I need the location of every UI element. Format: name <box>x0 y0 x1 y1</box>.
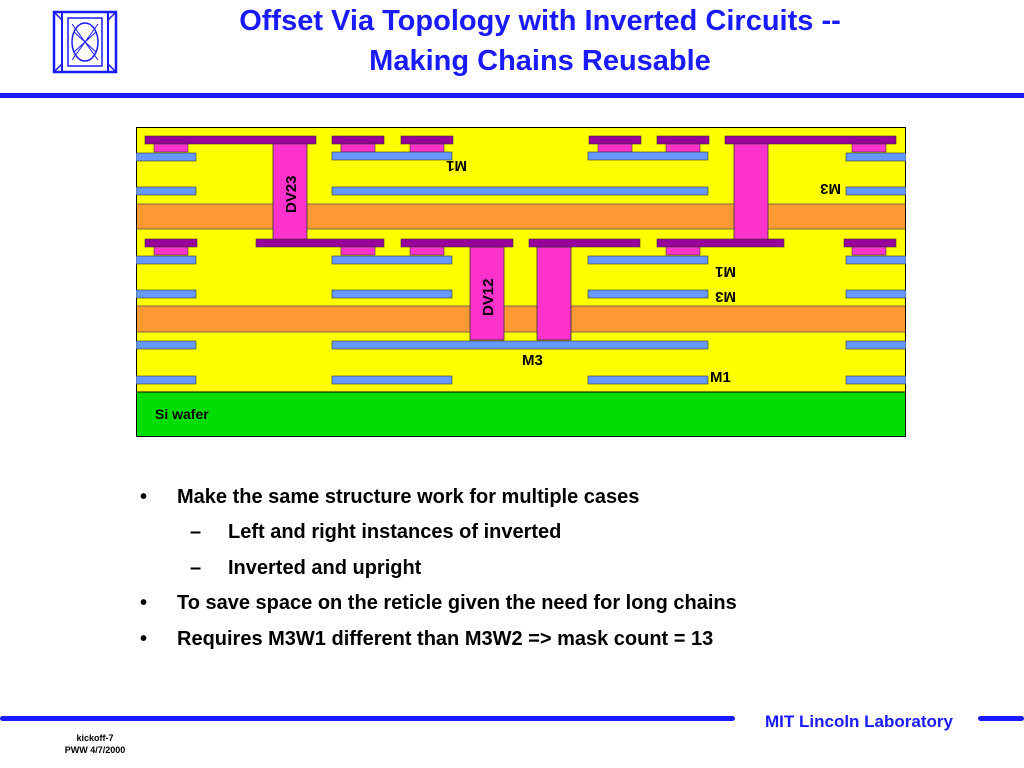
label-m3-bottom: M3 <box>522 352 543 369</box>
via-dv23 <box>272 142 308 242</box>
middle-tier-pads <box>153 246 887 256</box>
bottom-tier-metal-lines <box>136 340 906 385</box>
bonding-layer-bottom <box>136 305 906 333</box>
via-center-lower <box>536 246 572 341</box>
middle-tier-metal-lines <box>136 255 906 299</box>
top-tier-metal-lines <box>136 151 906 196</box>
title-divider <box>0 93 1024 98</box>
label-m3-mid-inverted: M3 <box>715 288 736 305</box>
label-m1-mid-inverted: M1 <box>715 263 736 280</box>
label-m1-bottom: M1 <box>710 369 731 386</box>
middle-tier-top-metal <box>144 238 897 248</box>
label-m1-top-inverted: M1 <box>446 157 467 174</box>
author-date: PWW 4/7/2000 <box>64 745 126 755</box>
footer-divider-left <box>0 716 735 721</box>
label-si-wafer: Si wafer <box>155 406 209 422</box>
top-tier-pads <box>153 143 887 153</box>
lab-name: MIT Lincoln Laboratory <box>765 712 953 731</box>
label-dv12: DV12 <box>480 278 497 316</box>
si-wafer <box>136 392 906 437</box>
slide-title-line-2: Making Chains Reusable <box>369 45 711 77</box>
oxide-region <box>136 127 906 392</box>
lincoln-lab-logo-icon <box>52 10 118 74</box>
label-m3-top-inverted: M3 <box>820 180 841 197</box>
via-right-upper <box>733 142 769 242</box>
slide-title-line-1: Offset Via Topology with Inverted Circui… <box>239 5 841 37</box>
bonding-layer-top <box>136 203 906 230</box>
cross-section-diagram: DV23 DV12 M1 M3 M1 M3 M3 M1 Si wafer <box>136 127 906 437</box>
footer-divider-right <box>978 716 1024 721</box>
slide-id: kickoff-7 <box>76 733 114 743</box>
via-dv12 <box>469 246 505 341</box>
label-dv23: DV23 <box>283 175 300 213</box>
